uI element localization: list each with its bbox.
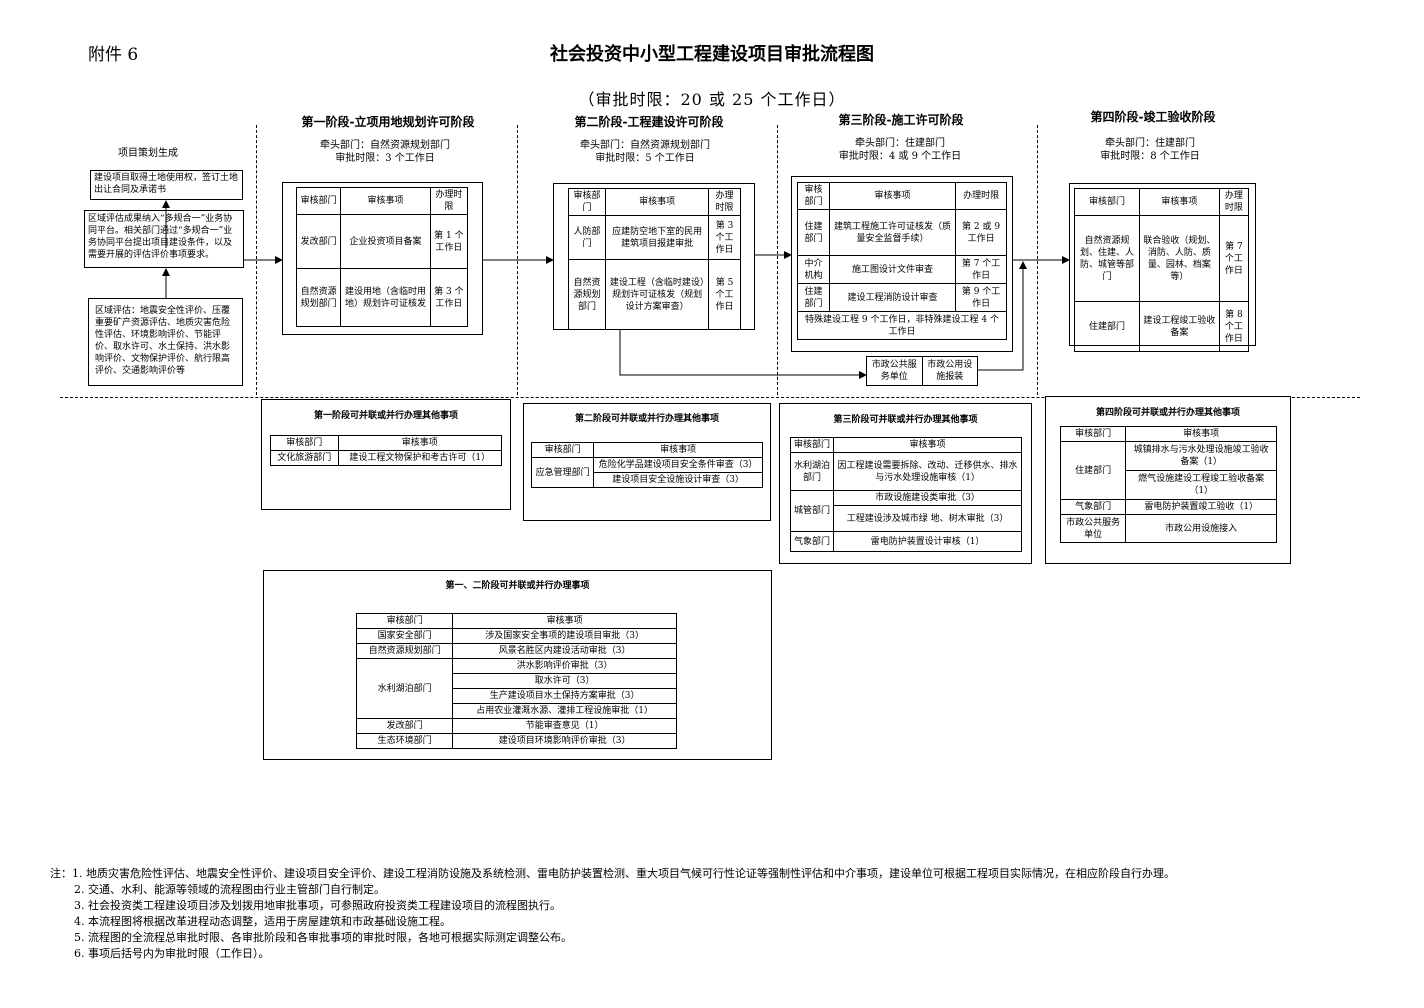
stage-divider	[777, 125, 778, 395]
combined-table: 审核部门审核事项 国家安全部门涉及国家安全事项的建设项目审批（3） 自然资源规划…	[355, 613, 677, 749]
parallel4-table: 审核部门审核事项 住建部门城镇排水与污水处理设施竣工验收备案（1） 燃气设施建设…	[1059, 426, 1277, 543]
stage1-table: 审核部门审核事项办理时限 发改部门企业投资项目备案第 1 个工作日 自然资源规划…	[295, 187, 469, 327]
page-title: 社会投资中小型工程建设项目审批流程图	[550, 44, 874, 65]
utility-installation: 市政公用设施报装	[921, 356, 978, 386]
parallel1-table: 审核部门审核事项 文化旅游部门建设工程文物保护和考古许可（1）	[270, 435, 503, 466]
stage2-title: 第二阶段-工程建设许可阶段	[574, 115, 724, 129]
pre-heading: 项目策划生成	[118, 148, 178, 159]
arrow-stage2-utility	[619, 330, 867, 379]
stage1-lead: 牵头部门：自然资源规划部门审批时限：3 个工作日	[320, 140, 450, 164]
stage2-table: 审核部门审核事项办理时限 人防部门应建防空地下室的民用建筑项目报建审批第 3 个…	[567, 188, 741, 330]
note-1: 注：1. 地质灾害危险性评估、地震安全性评价、建设项目安全评价、建设工程消防设施…	[50, 867, 1175, 880]
note-4: 4. 本流程图将根据改革进程动态调整，适用于房屋建筑和市政基础设施工程。	[74, 915, 451, 928]
attachment-label: 附件 6	[88, 45, 139, 65]
parallel3-title: 第三阶段可并联或并行办理其他事项	[833, 415, 978, 425]
note-6: 6. 事项后括号内为审批时限（工作日）。	[74, 947, 270, 960]
land-contract-box: 建设项目取得土地使用权，签订土地出让合同及承诺书	[90, 170, 243, 200]
arrow-utility-up	[978, 261, 1027, 371]
regional-evaluation-platform-box: 区域评估成果纳入“多规合一”业务协同平台。相关部门通过“多规合一”业务协同平台提…	[84, 210, 244, 268]
regional-evaluation-box: 区域评估：地震安全性评价、压覆重要矿产资源评估、地质灾害危险性评估、环境影响评价…	[88, 298, 243, 386]
stage4-title: 第四阶段-竣工验收阶段	[1090, 110, 1216, 124]
stage4-table: 审核部门审核事项办理时限 自然资源规划、住建、人防、城管等部门联合验收（规划、消…	[1074, 188, 1250, 352]
stage2-lead: 牵头部门：自然资源规划部门审批时限：5 个工作日	[580, 140, 710, 164]
stage3-table: 审核部门审核事项办理时限 住建部门建筑工程施工许可证核发（质量安全监督手续）第 …	[797, 182, 1007, 340]
parallel-divider	[60, 397, 1360, 398]
note-3: 3. 社会投资类工程建设项目涉及划拨用地审批事项，可参照政府投资类工程建设项目的…	[74, 899, 561, 912]
parallel1-title: 第一阶段可并联或并行办理其他事项	[313, 411, 458, 421]
stage3-title: 第三阶段-施工许可阶段	[838, 113, 964, 127]
note-5: 5. 流程图的全流程总审批时限、各审批阶段和各审批事项的审批时限，各地可根据实际…	[74, 931, 572, 944]
stage1-title: 第一阶段-立项用地规划许可阶段	[301, 115, 475, 129]
stage4-lead: 牵头部门：住建部门审批时限：8 个工作日	[1100, 138, 1200, 162]
parallel2-table: 审核部门审核事项 应急管理部门危险化学品建设项目安全条件审查（3） 建设项目安全…	[530, 442, 763, 488]
parallel2-title: 第二阶段可并联或并行办理其他事项	[574, 414, 719, 424]
note-2: 2. 交通、水利、能源等领域的流程图由行业主管部门自行制定。	[74, 883, 385, 896]
page-subtitle: （审批时限：20 或 25 个工作日）	[578, 90, 846, 109]
parallel4-title: 第四阶段可并联或并行办理其他事项	[1095, 408, 1240, 418]
stage3-lead: 牵头部门：住建部门审批时限：4 或 9 个工作日	[838, 138, 962, 162]
parallel3-table: 审核部门审核事项 水利湖泊部门因工程建设需要拆除、改动、迁移供水、排水与污水处理…	[789, 437, 1022, 552]
combined-title: 第一、二阶段可并联或并行办理事项	[445, 581, 590, 591]
